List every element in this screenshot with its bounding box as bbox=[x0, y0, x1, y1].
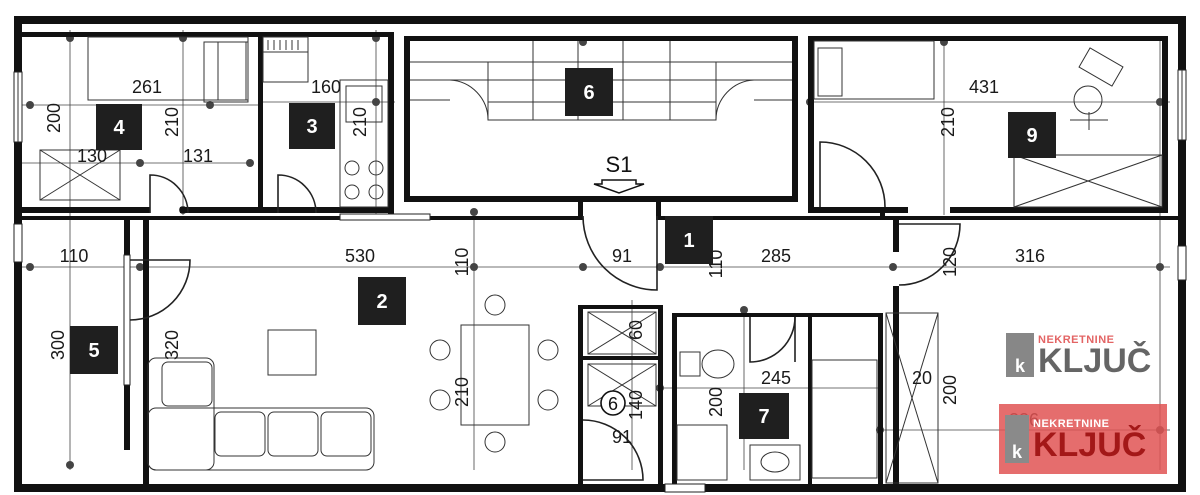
watermark-logo-red: k NEKRETNINE KLJUČ bbox=[999, 404, 1167, 474]
dim-110a: 110 bbox=[60, 246, 89, 266]
dim-530: 530 bbox=[345, 246, 375, 266]
svg-text:5: 5 bbox=[88, 340, 99, 362]
dim-20: 20 bbox=[912, 368, 932, 388]
dim-200b: 200 bbox=[706, 387, 726, 417]
dim-245: 245 bbox=[761, 368, 791, 388]
svg-text:9: 9 bbox=[1026, 125, 1037, 147]
dim-210d: 210 bbox=[452, 377, 472, 407]
dimension-labels: 261 200 210 130 131 160 210 431 210 110 … bbox=[44, 77, 1045, 447]
stair-circle bbox=[600, 390, 626, 416]
svg-text:6: 6 bbox=[583, 82, 594, 104]
dim-320: 320 bbox=[162, 330, 182, 360]
fixtures bbox=[39, 36, 1163, 484]
svg-text:4: 4 bbox=[113, 117, 125, 139]
dim-261: 261 bbox=[132, 77, 162, 97]
windows bbox=[13, 69, 1187, 493]
room-badge-2: 2 bbox=[358, 277, 406, 325]
svg-text:7: 7 bbox=[758, 406, 769, 428]
logo-icon-letter: k bbox=[1011, 442, 1022, 462]
dim-300: 300 bbox=[48, 330, 68, 360]
dim-120: 120 bbox=[940, 247, 960, 277]
logo-top-text: NEKRETNINE bbox=[1033, 418, 1110, 430]
room-badge-9: 9 bbox=[1008, 112, 1056, 158]
room-badge-6: 6 bbox=[565, 68, 613, 116]
dim-316: 316 bbox=[1015, 246, 1045, 266]
room-badge-5: 5 bbox=[70, 326, 118, 374]
dim-91a: 91 bbox=[612, 246, 632, 266]
logo-icon-letter: k bbox=[1014, 356, 1025, 376]
svg-text:2: 2 bbox=[376, 291, 387, 313]
room-badge-1: 1 bbox=[665, 216, 713, 264]
dim-160: 160 bbox=[311, 77, 341, 97]
dim-60: 60 bbox=[626, 320, 646, 340]
logo-main-text: KLJUČ bbox=[1038, 342, 1152, 380]
dim-285: 285 bbox=[761, 246, 791, 266]
section-mark-label: S1 bbox=[606, 152, 633, 177]
logo-icon: k bbox=[1006, 333, 1034, 377]
dim-210a: 210 bbox=[162, 107, 182, 137]
logo-top-text: NEKRETNINE bbox=[1038, 334, 1115, 346]
dim-210b: 210 bbox=[350, 107, 370, 137]
svg-text:1: 1 bbox=[683, 230, 694, 252]
doors bbox=[129, 141, 961, 481]
room-badge-3: 3 bbox=[289, 103, 335, 149]
dim-200c: 200 bbox=[940, 375, 960, 405]
watermark-logo-gray: k NEKRETNINE KLJUČ bbox=[1006, 326, 1176, 384]
dim-130: 130 bbox=[77, 146, 107, 166]
stair-circle-label: 6 bbox=[608, 394, 618, 414]
dim-131: 131 bbox=[183, 146, 213, 166]
room-badge-7: 7 bbox=[739, 393, 789, 439]
section-arrow bbox=[593, 179, 645, 194]
logo-main-text: KLJUČ bbox=[1033, 426, 1147, 464]
dim-210c: 210 bbox=[938, 107, 958, 137]
room-badge-4: 4 bbox=[96, 104, 142, 150]
logo-icon: k bbox=[1005, 415, 1029, 463]
dim-431: 431 bbox=[969, 77, 999, 97]
svg-text:3: 3 bbox=[306, 116, 317, 138]
dim-140: 140 bbox=[626, 390, 646, 420]
dim-91b: 91 bbox=[612, 427, 632, 447]
dim-110b: 110 bbox=[452, 248, 472, 277]
dim-200a: 200 bbox=[44, 103, 64, 133]
